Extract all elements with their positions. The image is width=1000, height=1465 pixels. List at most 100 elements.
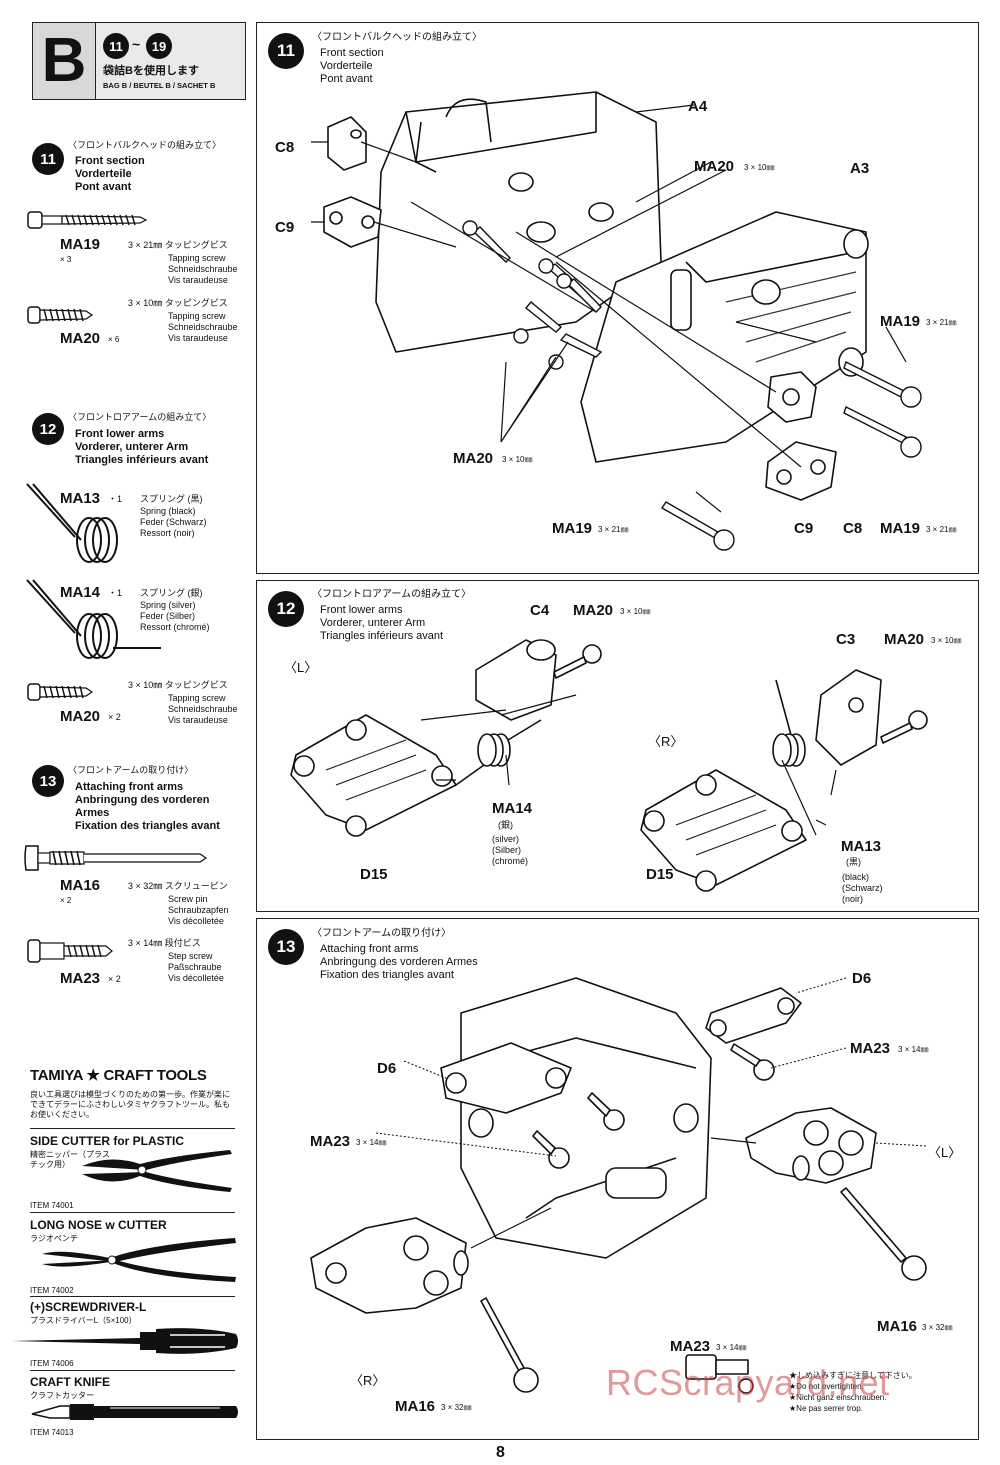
label-right: 〈R〉 xyxy=(350,1373,386,1388)
part-desc: Schneidschraube xyxy=(168,264,238,274)
part-code: MA19 xyxy=(60,236,101,253)
step-12-de: Vorderer, unterer Arm xyxy=(320,617,426,629)
step-12-panel xyxy=(256,580,979,912)
part-desc: Ressort (chromé) xyxy=(140,622,210,632)
label-ma16-r: MA16 xyxy=(395,1398,436,1415)
part-desc: Tapping screw xyxy=(168,693,226,703)
bag-jp: 袋詰Bを使用します xyxy=(103,65,199,77)
part-desc: Vis décolletée xyxy=(168,916,224,926)
part-desc: Spring (black) xyxy=(140,506,196,516)
caution-notes: ★しめ込みすぎに注意して下さい。 ★Do not overtighten. ★N… xyxy=(789,1370,917,1414)
label-ma13: MA13 xyxy=(841,838,882,855)
screwdriver-icon xyxy=(12,1328,238,1354)
sidebar-step-11-en: Front section xyxy=(75,155,145,167)
sidebar-step-11-badge: 11 xyxy=(32,143,64,175)
spring-color: (Schwarz) xyxy=(842,883,883,893)
spring-color: (chromé) xyxy=(492,856,529,866)
step-12-en: Front lower arms xyxy=(320,604,403,616)
part-desc: Vis taraudeuse xyxy=(168,715,228,725)
label-ma23-right: MA23 xyxy=(850,1040,891,1057)
range-from-badge: 11 xyxy=(103,33,129,59)
part-qty: × 2 xyxy=(108,974,121,984)
caution-note: ★Nicht ganz einschrauben. xyxy=(789,1393,887,1402)
part-desc: Spring (silver) xyxy=(140,600,196,610)
sidebar-step-11-jp: 〈フロントバルクヘッドの組み立て〉 xyxy=(68,140,222,150)
short-screw-icon xyxy=(27,306,94,324)
step-13-badge: 13 xyxy=(268,929,304,965)
label-ma19-a: MA19 xyxy=(880,313,921,330)
sidebar-step-13-jp: 〈フロントアームの取り付け〉 xyxy=(68,765,194,775)
sidebar-step-13-fr: Fixation des triangles avant xyxy=(75,820,220,832)
caution-note: ★しめ込みすぎに注意して下さい。 xyxy=(789,1371,917,1380)
bag-letter: B xyxy=(41,26,87,95)
part-desc: Tapping screw xyxy=(168,311,226,321)
long-screw-icon xyxy=(27,211,148,229)
tool-item: ITEM 74013 xyxy=(30,1428,74,1437)
sidebar-step-12-badge: 12 xyxy=(32,413,64,445)
divider xyxy=(30,1370,235,1371)
part-spec: スプリング (黒) xyxy=(140,494,203,504)
sidebar-step-12-de: Vorderer, unterer Arm xyxy=(75,441,189,453)
part-code: MA20 xyxy=(60,708,101,725)
page-number: 8 xyxy=(496,1444,505,1461)
label-ma20-l: MA20 xyxy=(573,602,614,619)
part-qty: ・1 xyxy=(108,494,123,504)
label-d15-r: D15 xyxy=(646,866,674,883)
divider xyxy=(30,1212,235,1213)
part-code: MA23 xyxy=(60,970,101,987)
step-11-panel xyxy=(256,22,979,574)
part-qty: × 2 xyxy=(60,896,72,905)
label-ma16-l: MA16 xyxy=(877,1318,918,1335)
part-desc: Schneidschraube xyxy=(168,704,238,714)
step-11-badge: 11 xyxy=(268,33,304,69)
spring-silver-icon xyxy=(26,579,161,659)
label-d6-left: D6 xyxy=(377,1060,397,1077)
sidebar-step-13-de2: Armes xyxy=(75,807,110,819)
label-ma23-left-spec: 3 × 14㎜ xyxy=(356,1138,387,1147)
part-desc: Feder (Schwarz) xyxy=(140,517,207,527)
caution-note: ★Ne pas serrer trop. xyxy=(789,1404,863,1413)
label-ma16-l-spec: 3 × 32㎜ xyxy=(922,1323,953,1332)
step-11-fr: Pont avant xyxy=(320,73,373,85)
label-a3: A3 xyxy=(850,160,870,177)
tool-jp: プラスドライバーL（5×100） xyxy=(30,1316,137,1325)
long-nose-icon xyxy=(42,1238,236,1282)
label-c8-top: C8 xyxy=(275,139,295,156)
side-cutter-icon xyxy=(82,1150,232,1192)
label-left: 〈L〉 xyxy=(928,1145,962,1160)
label-c4: C4 xyxy=(530,602,550,619)
part-desc: Feder (Silber) xyxy=(140,611,196,621)
label-ma16-r-spec: 3 × 32㎜ xyxy=(441,1403,472,1412)
caution-note: ★Do not overtighten. xyxy=(789,1382,864,1391)
label-ma20-l-spec: 3 × 10㎜ xyxy=(620,607,651,616)
step-13-panel xyxy=(256,918,979,1440)
part-desc: Schraubzapfen xyxy=(168,905,229,915)
part-desc: Paßschraube xyxy=(168,962,222,972)
part-qty: × 2 xyxy=(108,712,121,722)
tool-jp: クラフトカッター xyxy=(30,1391,94,1400)
part-desc: Step screw xyxy=(168,951,213,961)
front-lower-arms-diagram xyxy=(290,639,928,892)
part-desc: Tapping screw xyxy=(168,253,226,263)
step-13-en: Attaching front arms xyxy=(320,943,419,955)
tools-intro: 良い工具選びは模型づくりのための第一歩。作業が楽にできてデラーにふさわしいタミヤ… xyxy=(30,1090,230,1119)
label-c9-top: C9 xyxy=(275,219,295,236)
label-ma20-a: MA20 xyxy=(694,158,735,175)
part-desc: Vis taraudeuse xyxy=(168,275,228,285)
part-spec: スプリング (銀) xyxy=(140,588,203,598)
tool-item: ITEM 74006 xyxy=(30,1359,74,1368)
tool-name: (+)SCREWDRIVER-L xyxy=(30,1300,147,1314)
tool-jp: 精密ニッパー（プラスチック用） xyxy=(30,1150,110,1169)
sidebar-step-12-fr: Triangles inférieurs avant xyxy=(75,454,209,466)
sidebar-step-12-en: Front lower arms xyxy=(75,428,165,440)
part-code: MA13 xyxy=(60,490,101,507)
label-left: 〈L〉 xyxy=(284,660,318,675)
label-ma19-a-spec: 3 × 21㎜ xyxy=(926,318,957,327)
part-spec: 3 × 10㎜ タッピングビス xyxy=(128,298,228,308)
sidebar-step-11-de: Vorderteile xyxy=(75,168,132,180)
part-desc: Schneidschraube xyxy=(168,322,238,332)
label-ma20-r-spec: 3 × 10㎜ xyxy=(931,636,962,645)
label-ma20-a-spec: 3 × 10㎜ xyxy=(744,163,775,172)
label-ma19-b-spec: 3 × 21㎜ xyxy=(598,525,629,534)
sidebar-step-12-jp: 〈フロントロアアームの組み立て〉 xyxy=(68,412,212,422)
